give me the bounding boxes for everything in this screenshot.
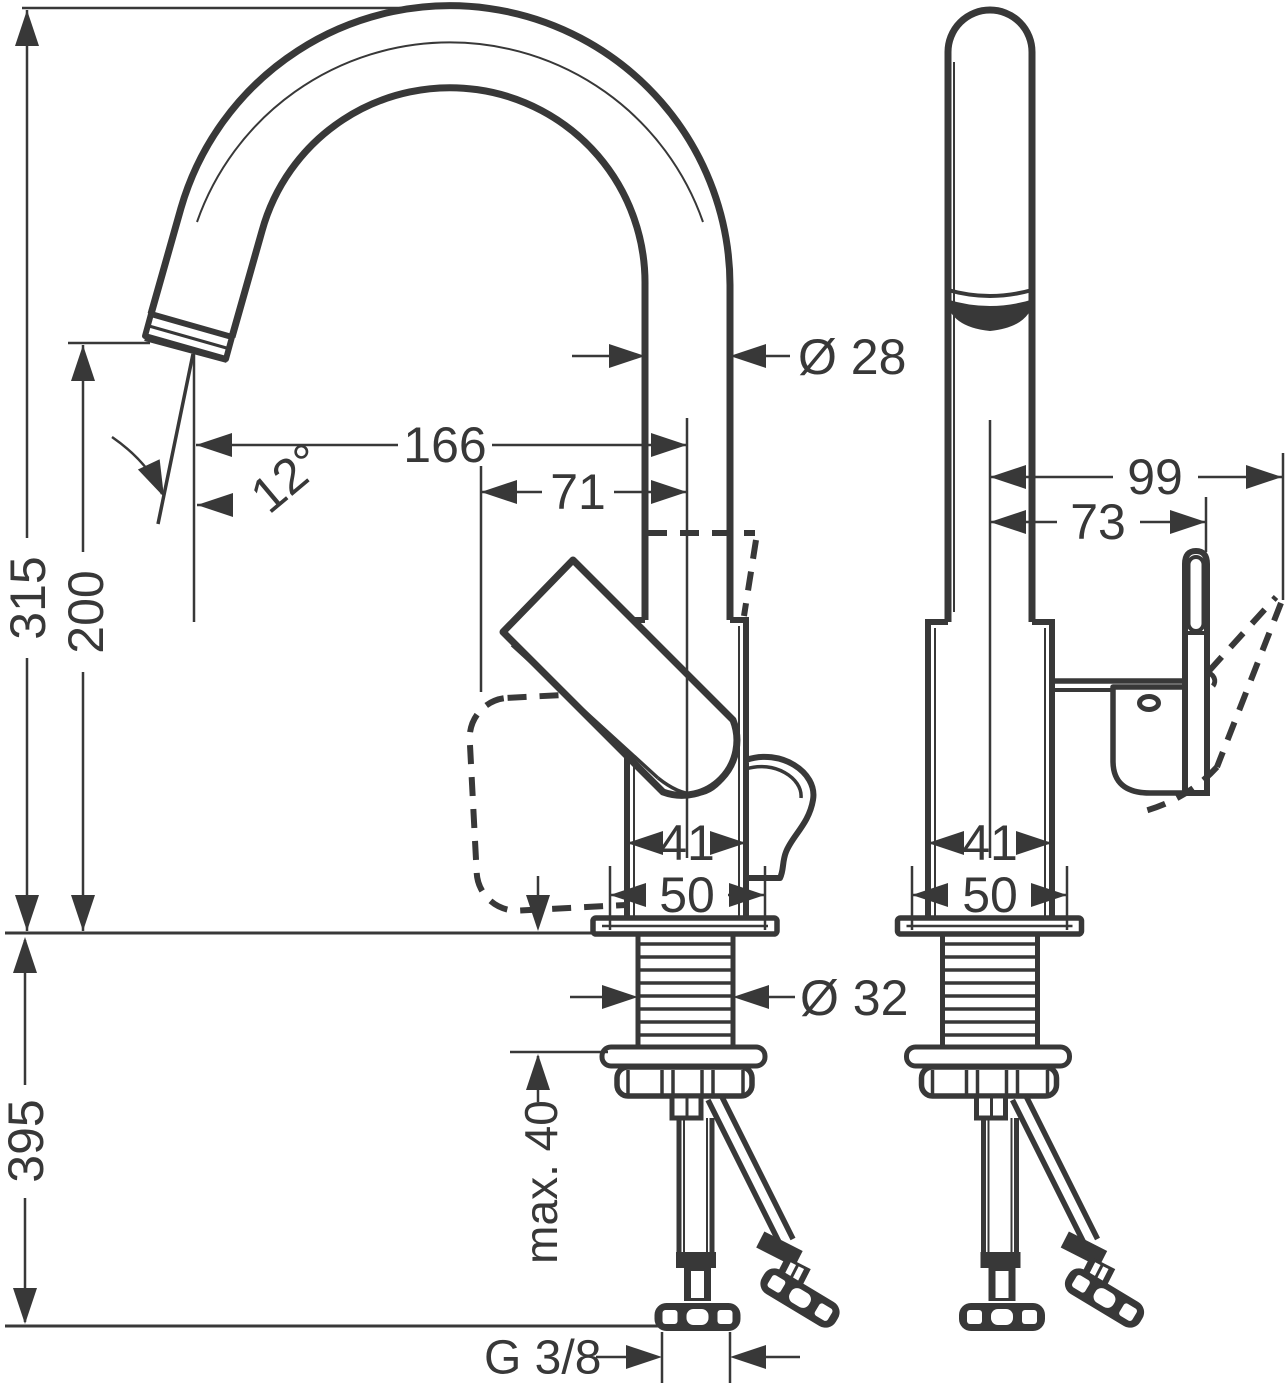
front-view: [898, 6, 1284, 1332]
dim-spout-pipe-diameter: Ø 28: [572, 329, 906, 385]
aerator-band: [947, 288, 1033, 298]
dim-body-depth-side-label: 41: [659, 815, 715, 871]
dim-body-width-front: 41: [928, 815, 1052, 871]
dim-base-depth-side-label: 50: [659, 867, 715, 923]
angle-reference-line: [156, 353, 195, 525]
dim-base-width-front: 50: [910, 866, 1069, 930]
dim-shank-diameter: Ø 32: [570, 970, 908, 1026]
dim-spout-reach-label: 166: [403, 417, 486, 473]
side-view: [142, 2, 844, 1332]
spout-pipe-front: [944, 6, 1036, 622]
handle-raised-dashed-outline: [648, 530, 759, 617]
dim-total-height: 315: [0, 10, 56, 931]
dim-lever-reach-open-label: 99: [1127, 449, 1183, 505]
handle-front: [1052, 547, 1218, 796]
side-lever-hook: [743, 753, 817, 881]
dim-supply-connection-label: G 3/8: [484, 1332, 601, 1383]
dim-lever-reach-open: 99: [990, 449, 1285, 600]
dim-handle-offset: 71: [479, 464, 687, 692]
dim-spout-reach: 166: [196, 417, 687, 473]
dim-base-width-front-label: 50: [962, 867, 1018, 923]
dim-max-counter-thickness: max. 40: [510, 876, 608, 1264]
dim-body-depth-side: 41: [627, 815, 746, 871]
dim-base-depth-side: 50: [608, 866, 767, 930]
handle-side: [499, 556, 741, 799]
dim-shank-diameter-label: Ø 32: [800, 970, 908, 1026]
spout-inner-contour: [228, 84, 649, 338]
handle-pin-hole: [1137, 694, 1161, 712]
mounting-hardware-front: [898, 918, 1149, 1332]
dim-spout-outlet-height: 200: [58, 345, 114, 931]
dim-total-height-label: 315: [0, 556, 56, 639]
dim-max-counter-thickness-label: max. 40: [515, 1100, 567, 1264]
lever-open-dashed-outline: [1140, 594, 1284, 815]
dim-under-counter-length: 395: [0, 937, 54, 1324]
dim-lever-reach: 73: [990, 494, 1208, 552]
dim-supply-connection: G 3/8: [484, 1332, 800, 1383]
spout-outer-contour: [147, 2, 734, 315]
dim-body-width-front-label: 41: [962, 815, 1018, 871]
dim-handle-offset-label: 71: [550, 464, 606, 520]
dim-spout-outlet-height-label: 200: [58, 570, 114, 653]
dim-spout-pipe-diameter-label: Ø 28: [798, 329, 906, 385]
dim-under-counter-length-label: 395: [0, 1099, 54, 1182]
spout: [142, 2, 734, 620]
spout-highlight-line: [196, 41, 704, 223]
dim-lever-reach-label: 73: [1070, 494, 1126, 550]
spout-pipe-side: [641, 285, 734, 620]
